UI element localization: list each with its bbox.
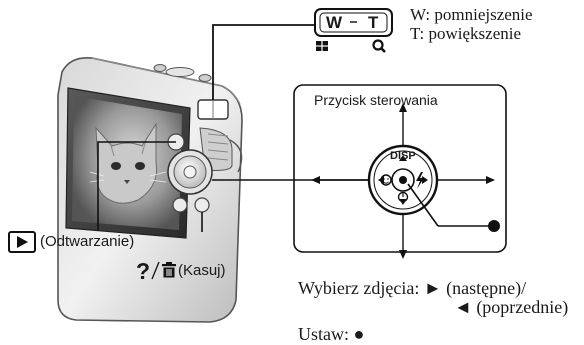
trash-icon — [162, 262, 176, 278]
cat-photo — [89, 122, 167, 204]
back-buttons — [167, 133, 213, 213]
center-dot — [488, 220, 500, 232]
control-button-panel — [212, 84, 507, 259]
self-timer-icon — [397, 191, 409, 203]
playback-icon — [8, 231, 36, 253]
disp-label: DISP — [390, 150, 416, 162]
control-panel-title: Przycisk sterowania — [314, 92, 438, 108]
help-icon: ? — [136, 258, 151, 284]
zoom-lever-callout — [212, 8, 393, 100]
magnify-icon — [372, 39, 386, 53]
menu-button — [172, 197, 188, 213]
leader-lines — [97, 141, 203, 232]
lcd-screen — [65, 87, 191, 239]
zoom-key-t: T — [368, 13, 379, 32]
left-arrow — [311, 176, 320, 184]
right-arrow — [486, 176, 495, 184]
previous-label: ◄ (poprzednie) — [454, 297, 569, 317]
zoom-key-w: W — [326, 13, 343, 32]
face-icon — [380, 174, 392, 186]
zoom-t-label: T: powiększenie — [410, 24, 522, 43]
zoom-w-label: W: pomniejszenie — [410, 5, 533, 24]
down-arrow — [399, 250, 407, 259]
up-arrow — [399, 103, 407, 112]
wide-zoom-icon — [316, 41, 328, 51]
flash-icon — [416, 172, 424, 189]
delete-label: (Kasuj) — [178, 262, 226, 279]
playback-label: (Odtwarzanie) — [40, 233, 135, 250]
set-label: Ustaw: ● — [298, 324, 365, 344]
delete-button — [194, 197, 210, 213]
select-images-label: Wybierz zdjęcia: ► (następne)/ — [298, 278, 527, 298]
